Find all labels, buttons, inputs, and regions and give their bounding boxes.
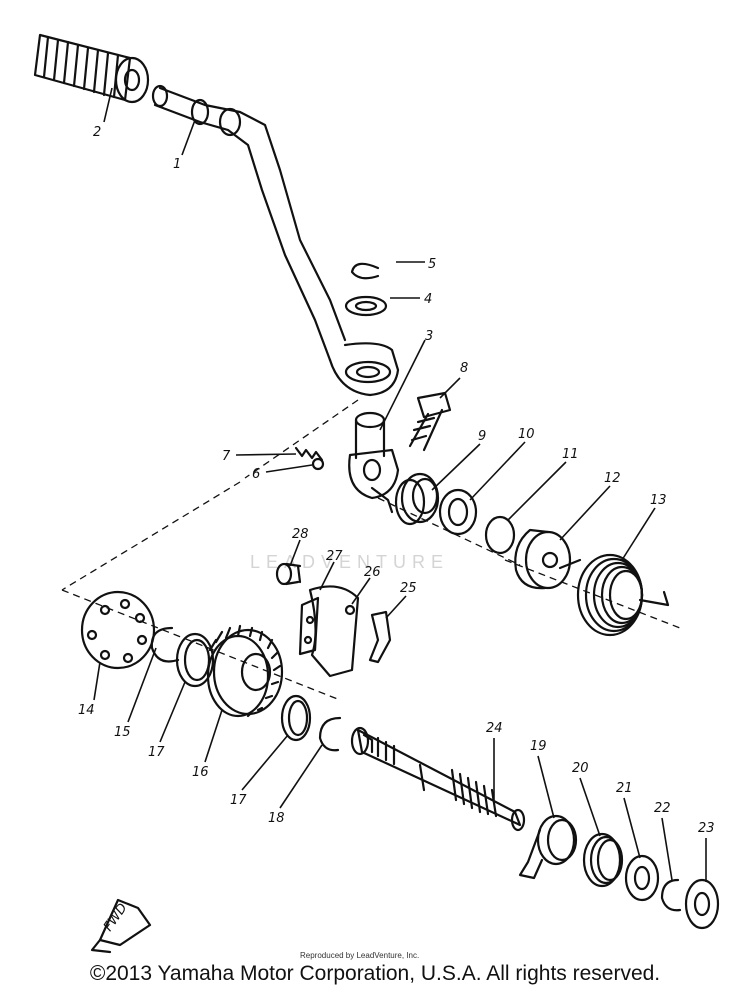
watermark-text: LEADVENTURE bbox=[250, 552, 449, 572]
callout-10: 10 bbox=[518, 427, 535, 442]
callout-23: 23 bbox=[698, 821, 715, 836]
fwd-label: FWD bbox=[101, 901, 131, 934]
friction-plate-14 bbox=[80, 590, 156, 670]
callout-17-lower: 17 bbox=[230, 793, 247, 808]
circlip-18 bbox=[318, 716, 342, 752]
callout-16: 16 bbox=[192, 765, 209, 780]
torsion-spring-13 bbox=[558, 553, 670, 637]
callout-27: 27 bbox=[326, 549, 343, 564]
callout-24: 24 bbox=[486, 721, 503, 736]
callout-11: 11 bbox=[562, 447, 579, 462]
callout-6: 6 bbox=[252, 467, 260, 482]
callout-9: 9 bbox=[478, 429, 486, 444]
callout-5: 5 bbox=[428, 257, 436, 272]
kick-grip bbox=[33, 33, 150, 104]
spring-guide-12 bbox=[514, 528, 572, 590]
callout-12: 12 bbox=[604, 471, 621, 486]
ball-6 bbox=[311, 457, 325, 471]
callout-14: 14 bbox=[78, 703, 95, 718]
callout-22: 22 bbox=[654, 801, 671, 816]
callout-17-upper: 17 bbox=[148, 745, 165, 760]
kick-starter-exploded-diagram: LEADVENTURE bbox=[33, 33, 720, 960]
washer-10 bbox=[438, 488, 478, 536]
fine-print: Reproduced by LeadVenture, Inc. bbox=[300, 951, 419, 960]
clip-25 bbox=[368, 610, 392, 664]
spring-7 bbox=[294, 446, 324, 462]
spring-20 bbox=[582, 832, 624, 888]
bolt-28 bbox=[275, 562, 302, 586]
kick-ratchet-19 bbox=[518, 814, 578, 880]
copyright-footer: ©2013 Yamaha Motor Corporation, U.S.A. A… bbox=[89, 962, 661, 985]
callout-13: 13 bbox=[650, 493, 667, 508]
washer-17-upper bbox=[175, 632, 215, 688]
callout-19: 19 bbox=[530, 739, 547, 754]
circlip-11 bbox=[484, 515, 516, 555]
bolt-8 bbox=[408, 391, 452, 452]
kick-axle-boss bbox=[348, 411, 400, 514]
callout-15: 15 bbox=[114, 725, 131, 740]
kick-gear-16 bbox=[206, 624, 284, 718]
washer-21 bbox=[624, 854, 660, 902]
circlip-22 bbox=[660, 878, 682, 912]
callout-28: 28 bbox=[292, 527, 309, 542]
oil-seal-9 bbox=[394, 472, 440, 526]
callout-numbers: 2 1 5 4 3 8 7 6 9 10 11 12 13 28 27 26 2… bbox=[78, 125, 715, 836]
callout-2: 2 bbox=[93, 125, 101, 140]
circlip-15 bbox=[150, 626, 180, 663]
callout-25: 25 bbox=[400, 581, 417, 596]
washer-4 bbox=[344, 295, 388, 317]
callout-3: 3 bbox=[425, 329, 433, 344]
kick-crank-lever bbox=[151, 84, 400, 397]
callout-7: 7 bbox=[222, 449, 231, 464]
circlip-5 bbox=[350, 262, 380, 280]
forward-arrow-icon: FWD bbox=[90, 898, 152, 954]
ratchet-guide-26 bbox=[298, 585, 360, 678]
callout-8: 8 bbox=[460, 361, 468, 376]
kick-axle-24 bbox=[350, 726, 526, 832]
callout-18: 18 bbox=[268, 811, 285, 826]
washer-23 bbox=[684, 878, 720, 930]
callout-1: 1 bbox=[173, 157, 181, 172]
washer-17-lower bbox=[280, 694, 312, 742]
callout-26: 26 bbox=[364, 565, 381, 580]
callout-4: 4 bbox=[424, 292, 432, 307]
callout-20: 20 bbox=[572, 761, 589, 776]
leader-lines bbox=[93, 87, 707, 882]
callout-21: 21 bbox=[616, 781, 633, 796]
